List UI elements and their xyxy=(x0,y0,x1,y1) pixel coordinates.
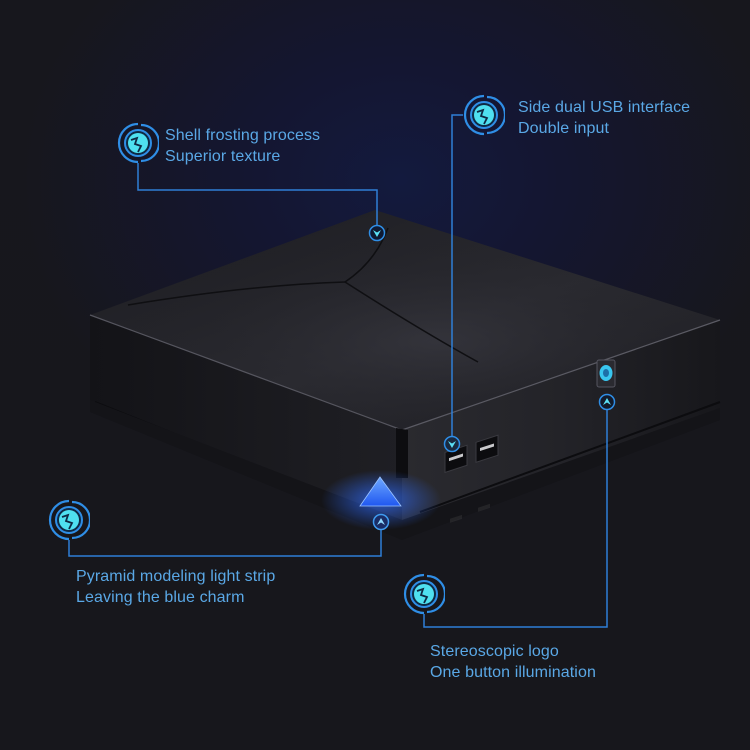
connector-usb xyxy=(451,114,463,437)
callout-subtitle: Leaving the blue charm xyxy=(76,589,245,606)
chevron-down-icon xyxy=(368,224,386,242)
chevron-up-icon xyxy=(598,393,616,411)
device-box xyxy=(89,210,721,540)
globe-badge-icon xyxy=(48,499,90,541)
chevron-up-icon xyxy=(372,513,390,531)
top-seam xyxy=(127,281,346,306)
callout-shell-label: Shell frosting process Superior texture xyxy=(165,125,320,167)
callout-logo-label: Stereoscopic logo One button illuminatio… xyxy=(430,641,596,683)
connector-pyramid xyxy=(68,530,382,557)
callout-title: Stereoscopic logo xyxy=(430,643,559,660)
callout-title: Pyramid modeling light strip xyxy=(76,568,276,585)
callout-subtitle: Superior texture xyxy=(165,148,281,165)
callout-usb-label: Side dual USB interface Double input xyxy=(518,97,690,139)
connector-logo xyxy=(423,410,608,628)
globe-badge-icon xyxy=(463,94,505,136)
callout-subtitle: Double input xyxy=(518,120,610,137)
device-left-side xyxy=(90,315,402,520)
callout-subtitle: One button illumination xyxy=(430,664,596,681)
callout-title: Side dual USB interface xyxy=(518,99,691,116)
device-right-side xyxy=(402,320,720,525)
callout-pyramid-label: Pyramid modeling light strip Leaving the… xyxy=(76,566,275,608)
logo-button xyxy=(596,359,616,388)
chevron-down-icon xyxy=(443,435,461,453)
globe-badge-icon xyxy=(117,122,159,164)
globe-badge-icon xyxy=(403,573,445,615)
connector-lines xyxy=(68,114,608,628)
usb-port xyxy=(475,434,499,464)
connector-shell xyxy=(137,163,378,225)
pyramid-light-strip xyxy=(359,476,402,507)
callout-title: Shell frosting process xyxy=(165,127,321,144)
